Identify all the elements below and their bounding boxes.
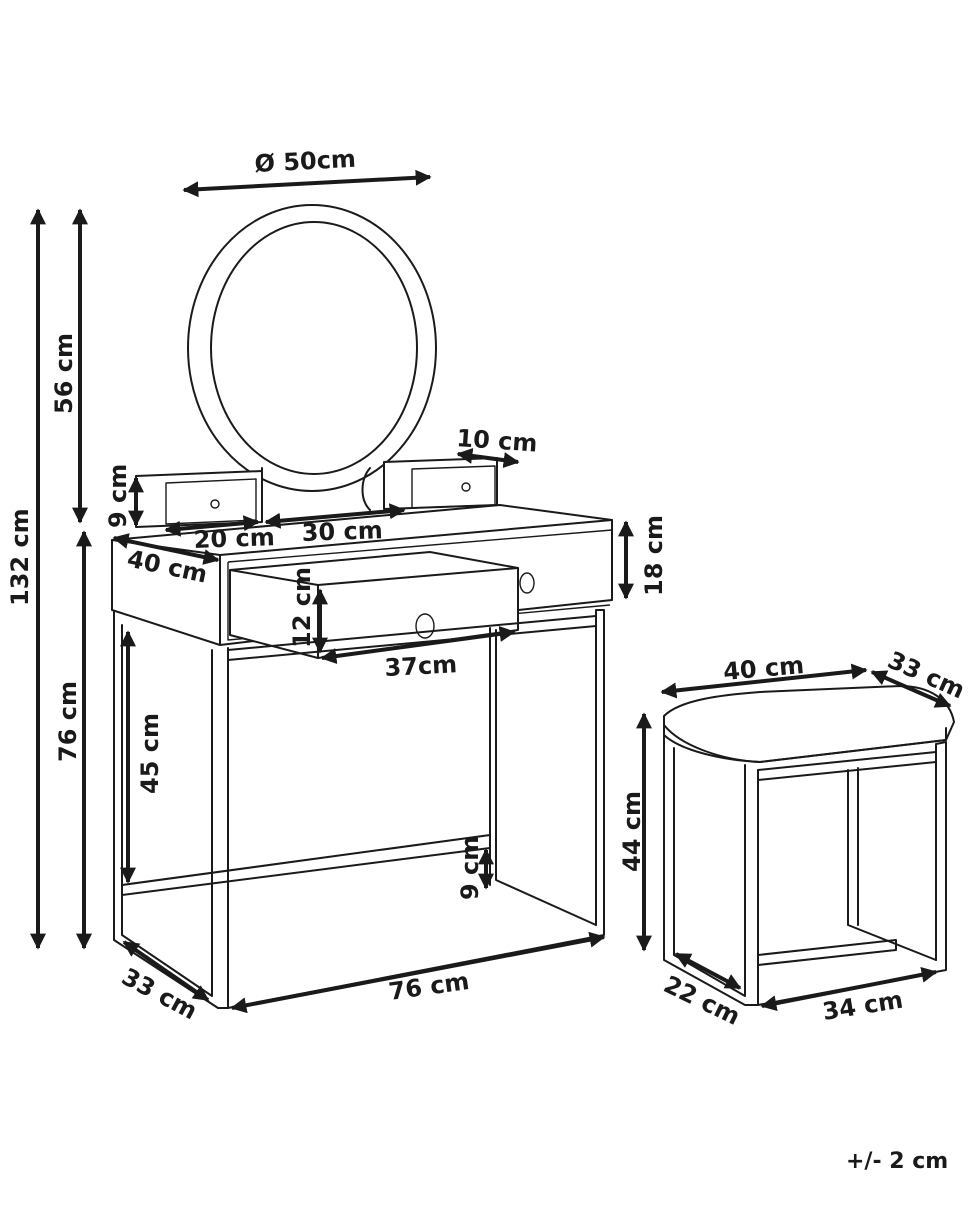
dimension-labels: Ø 50cm 132 cm 56 cm 76 cm 9 cm 20 cm 10 …: [6, 145, 969, 1174]
dim-mirror-base-width: [264, 503, 406, 529]
left-drawer-box: [135, 470, 263, 528]
label-table-width: 76 cm: [387, 967, 471, 1006]
label-stool-width: 40 cm: [722, 651, 805, 686]
label-drawer-box-height: 9 cm: [104, 464, 132, 528]
stool: [663, 685, 955, 1006]
label-total-height: 132 cm: [6, 508, 34, 606]
label-drawer-box-depth: 10 cm: [456, 424, 539, 458]
label-drawer-front-height: 12 cm: [288, 567, 316, 648]
label-stool-base-depth: 22 cm: [659, 970, 744, 1031]
label-mirror-diameter: Ø 50cm: [254, 145, 357, 178]
label-drawer-width: 37cm: [384, 650, 458, 682]
label-table-depth: 33 cm: [117, 963, 202, 1026]
label-mirror-height: 56 cm: [50, 333, 78, 414]
table-frame: [113, 609, 605, 1009]
label-cabinet-height: 18 cm: [640, 515, 668, 596]
label-leg-clearance: 45 cm: [136, 713, 164, 794]
dim-stool-base-width: [760, 966, 938, 1012]
right-drawer-box: [383, 457, 498, 510]
label-table-height: 76 cm: [54, 681, 82, 762]
dim-mirror-diameter: [182, 169, 432, 198]
dim-stool-base-depth: [674, 952, 742, 990]
dimension-lines: [30, 169, 952, 1014]
vanity-table: [111, 204, 613, 1009]
dim-drawer-box-width: [164, 515, 260, 537]
label-mirror-base-width: 30 cm: [301, 516, 383, 547]
label-rail-height: 9 cm: [456, 836, 484, 900]
dim-table-depth: [122, 940, 210, 1002]
dim-stool-depth: [870, 670, 952, 708]
label-tolerance: +/- 2 cm: [846, 1149, 948, 1174]
dim-stool-width: [660, 663, 868, 699]
label-stool-height: 44 cm: [618, 791, 646, 872]
dim-drawer-box-depth: [456, 447, 520, 469]
label-drawer-box-width: 20 cm: [193, 523, 275, 554]
dim-drawer-width: [320, 626, 516, 664]
dim-top-depth: [112, 533, 220, 565]
dim-table-width: [230, 931, 606, 1014]
